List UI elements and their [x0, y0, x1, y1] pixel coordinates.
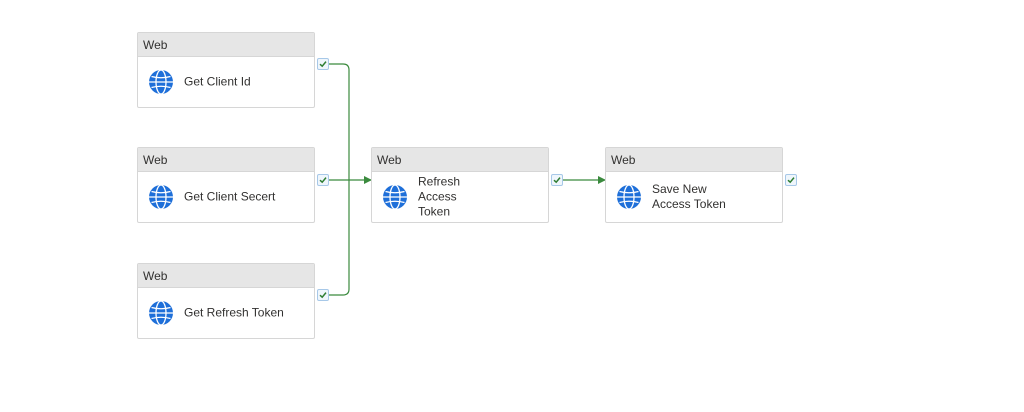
activity-save-new-access-token[interactable]: Web Save New Access Token	[605, 147, 783, 223]
activity-name: Get Refresh Token	[184, 305, 284, 320]
activity-type-label: Web	[138, 264, 314, 288]
activity-body: Get Refresh Token	[138, 288, 314, 338]
activity-body: Refresh Access Token	[372, 172, 548, 222]
success-check-icon[interactable]	[317, 289, 329, 301]
activity-get-client-id[interactable]: Web Get Client Id	[137, 32, 315, 108]
activity-body: Save New Access Token	[606, 172, 782, 222]
activity-type-label: Web	[138, 148, 314, 172]
globe-icon	[617, 184, 641, 210]
activity-name: Refresh Access Token	[418, 174, 461, 219]
globe-icon	[383, 184, 407, 210]
success-check-icon[interactable]	[551, 174, 563, 186]
connector-get-refresh-token[interactable]	[329, 180, 350, 296]
connector-get-client-id[interactable]	[329, 63, 350, 180]
activity-get-refresh-token[interactable]: Web Get Refresh Token	[137, 263, 315, 339]
activity-type-label: Web	[138, 33, 314, 57]
activity-body: Get Client Id	[138, 57, 314, 107]
activity-type-label: Web	[606, 148, 782, 172]
activity-name: Get Client Secert	[184, 189, 276, 204]
success-check-icon[interactable]	[317, 58, 329, 70]
activity-type-label: Web	[372, 148, 548, 172]
success-check-icon[interactable]	[317, 174, 329, 186]
globe-icon	[149, 184, 173, 210]
activity-get-client-secert[interactable]: Web Get Client Secert	[137, 147, 315, 223]
activity-name: Get Client Id	[184, 74, 251, 89]
activity-body: Get Client Secert	[138, 172, 314, 222]
globe-icon	[149, 300, 173, 326]
globe-icon	[149, 69, 173, 95]
activity-refresh-access-token[interactable]: Web Refresh Access Token	[371, 147, 549, 223]
success-check-icon[interactable]	[785, 174, 797, 186]
activity-name: Save New Access Token	[652, 182, 726, 211]
